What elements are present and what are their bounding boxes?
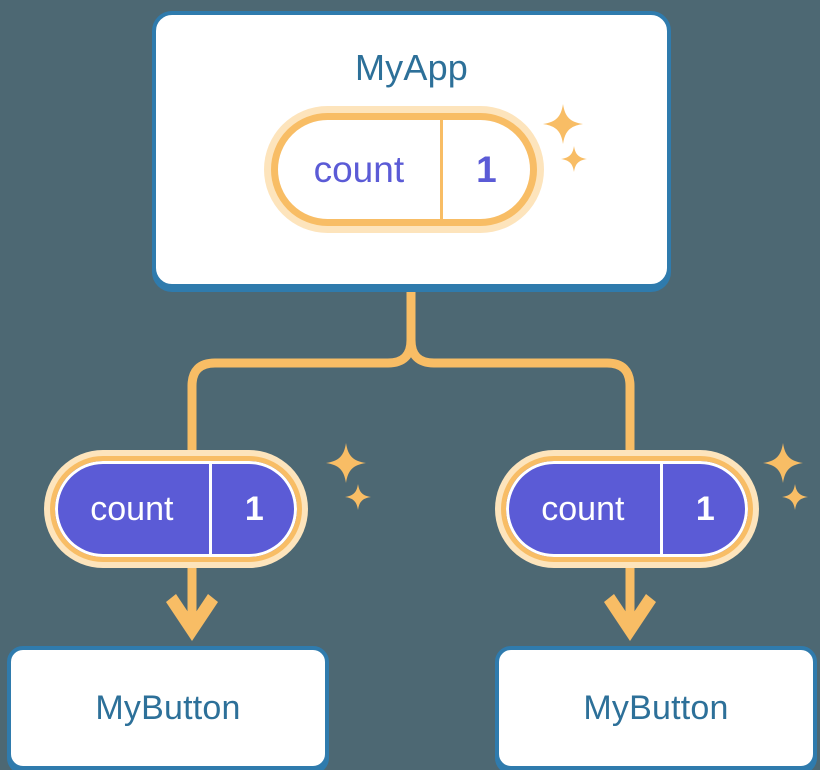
state-pill-value: 1	[476, 149, 497, 190]
component-card-mybutton-left[interactable]: MyButton	[7, 646, 329, 770]
connector-branch-left	[187, 339, 416, 450]
page-title: MyApp	[354, 47, 469, 88]
sparkle-icon	[782, 484, 808, 510]
arrow-head-left	[166, 594, 218, 641]
state-pill-key: count	[278, 120, 443, 219]
state-pill-halo: count 1	[44, 450, 308, 568]
state-pill-halo: count 1	[495, 450, 759, 568]
connector-branch-right	[406, 339, 635, 450]
component-card-label: MyButton	[583, 689, 729, 727]
state-pill-key: count	[506, 461, 663, 557]
state-pill-value: 1	[695, 490, 715, 528]
state-pill-body: count 1	[50, 456, 302, 562]
state-pill-branch-right[interactable]: count 1	[495, 450, 759, 568]
sparkle-icon	[763, 443, 803, 483]
component-card-mybutton-right[interactable]: MyButton	[495, 646, 817, 770]
state-pill-body: count 1	[501, 456, 753, 562]
state-pill-value: 1	[244, 490, 264, 528]
arrow-head-right	[604, 594, 656, 641]
sparkle-icon	[345, 484, 371, 510]
arrow-heads	[166, 594, 656, 641]
component-card-label: MyButton	[95, 689, 241, 727]
sparkle-icon	[326, 443, 366, 483]
state-pill-body: count 1	[271, 113, 537, 226]
state-pill-halo: count 1	[264, 106, 544, 233]
state-pill-root[interactable]: count 1	[264, 106, 544, 233]
state-pill-key: count	[55, 461, 212, 557]
state-pill-branch-left[interactable]: count 1	[44, 450, 308, 568]
